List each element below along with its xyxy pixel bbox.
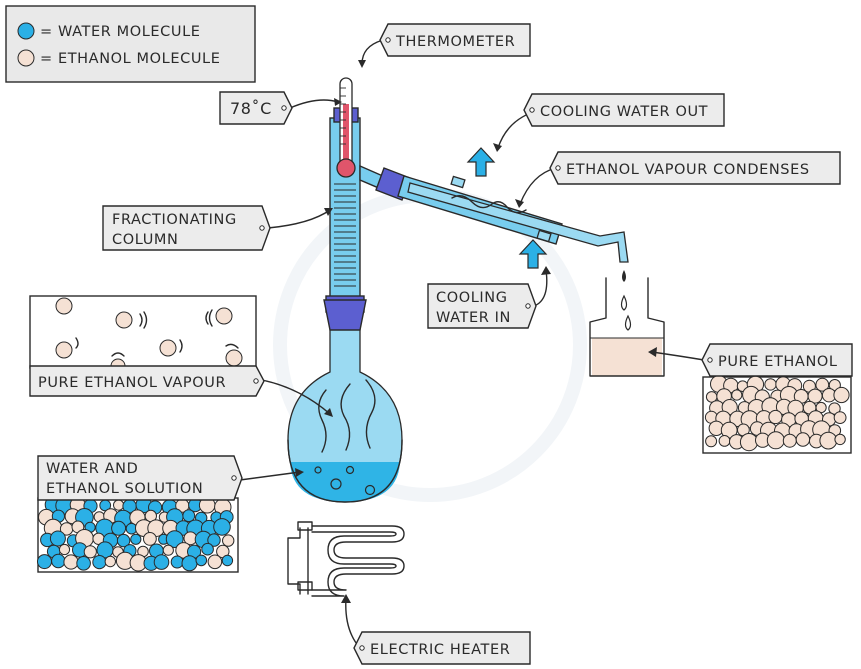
drip-2: [620, 294, 628, 311]
ethanol-molecules-box: [702, 375, 852, 454]
water-molecule: [116, 533, 131, 548]
solution-molecules-box: [37, 495, 239, 573]
drip-1: [622, 270, 626, 282]
legend-water-swatch: [17, 22, 35, 40]
ethanol-molecule: [833, 386, 850, 404]
water-molecule: [37, 554, 52, 570]
ethanol-molecule: [815, 377, 830, 392]
ethanol-molecule: [764, 378, 777, 391]
ethanol-molecule: [731, 389, 743, 401]
label-electric-heater: ELECTRIC HEATER: [353, 631, 531, 665]
ethanol-molecule: [768, 409, 783, 425]
ethanol-molecule: [113, 499, 125, 511]
ethanol-molecule: [766, 431, 785, 450]
svg-text:ETHANOL VAPOUR CONDENSES: ETHANOL VAPOUR CONDENSES: [566, 162, 810, 178]
ethanol-molecule: [83, 545, 97, 559]
ethanol-molecule: [705, 435, 718, 448]
water-molecule: [213, 518, 231, 536]
legend: = WATER MOLECULE = ETHANOL MOLECULE: [5, 5, 256, 83]
fractionating-column: [323, 107, 367, 331]
ethanol-molecule: [58, 543, 71, 556]
water-molecule: [207, 533, 221, 547]
water-molecule: [221, 554, 234, 567]
ethanol-molecule: [739, 433, 759, 452]
ethanol-molecule: [782, 433, 797, 448]
water-molecule: [182, 509, 196, 523]
water-molecule: [195, 554, 208, 567]
legend-ethanol-swatch: [17, 49, 35, 67]
svg-text:WATER AND: WATER AND: [46, 461, 138, 477]
condenser: [359, 164, 629, 263]
water-molecule: [170, 555, 184, 569]
water-molecule: [165, 530, 184, 548]
collection-beaker: [589, 277, 665, 377]
flask-liquid: [290, 462, 400, 502]
label-cooling-water-in: COOLING WATER IN: [427, 283, 537, 329]
label-vapour-condenses: ETHANOL VAPOUR CONDENSES: [549, 151, 841, 185]
condenser-outlet: [450, 175, 466, 189]
vapour-molecules-box: [29, 295, 257, 374]
label-thermometer: THERMOMETER: [379, 23, 531, 57]
condenser-inlet: [536, 229, 552, 243]
svg-text:ETHANOL SOLUTION: ETHANOL SOLUTION: [46, 481, 203, 497]
label-pure-ethanol: PURE ETHANOL: [701, 343, 853, 377]
svg-text:COOLING WATER OUT: COOLING WATER OUT: [540, 104, 708, 120]
svg-text:COLUMN: COLUMN: [112, 232, 178, 248]
svg-text:FRACTIONATING: FRACTIONATING: [112, 212, 237, 228]
ethanol-molecule: [207, 554, 223, 570]
water-molecule: [49, 530, 66, 547]
water-molecule: [153, 554, 170, 570]
leader-arrowheads: [295, 60, 657, 603]
ethanol-molecule: [819, 431, 838, 450]
water-molecule: [181, 555, 198, 572]
svg-text:WATER IN: WATER IN: [436, 310, 511, 326]
label-temperature: 78˚C: [219, 91, 293, 125]
ethanol-molecule: [828, 402, 841, 415]
svg-text:ELECTRIC HEATER: ELECTRIC HEATER: [370, 642, 510, 658]
thermometer: [336, 77, 356, 178]
water-molecule: [201, 542, 214, 556]
legend-ethanol-label: = ETHANOL MOLECULE: [40, 51, 221, 67]
water-molecule: [111, 520, 127, 536]
round-bottom-flask: [287, 311, 403, 503]
ethanol-molecule: [162, 544, 174, 556]
svg-text:78˚C: 78˚C: [230, 99, 272, 118]
svg-text:THERMOMETER: THERMOMETER: [395, 34, 515, 50]
ethanol-molecule: [834, 433, 846, 446]
ethanol-molecule: [795, 432, 811, 447]
svg-text:PURE ETHANOL: PURE ETHANOL: [718, 354, 838, 370]
water-molecule: [130, 533, 142, 545]
ethanol-molecule: [833, 411, 847, 425]
svg-text:COOLING: COOLING: [436, 290, 508, 306]
drip-3: [624, 314, 632, 331]
legend-box: [5, 5, 256, 83]
cooling-out-arrow: [466, 147, 496, 177]
legend-water-label: = WATER MOLECULE: [40, 24, 201, 40]
ethanol-molecule: [104, 555, 117, 568]
label-cooling-water-out: COOLING WATER OUT: [523, 93, 725, 127]
label-pure-ethanol-vapour: PURE ETHANOL VAPOUR: [29, 365, 265, 397]
ethanol-molecule: [222, 534, 235, 547]
water-molecule: [92, 555, 107, 570]
water-molecule: [51, 553, 66, 569]
ethanol-molecule: [63, 554, 79, 570]
water-molecule: [76, 556, 91, 571]
svg-text:PURE ETHANOL VAPOUR: PURE ETHANOL VAPOUR: [38, 375, 226, 391]
label-water-ethanol-solution: WATER AND ETHANOL SOLUTION: [37, 455, 243, 501]
ethanol-molecule: [143, 532, 157, 546]
ethanol-molecule: [718, 435, 731, 447]
column-graduations: [334, 183, 356, 287]
electric-heater: [287, 521, 405, 597]
cooling-in-arrow: [518, 239, 548, 269]
label-fractionating-column: FRACTIONATING COLUMN: [102, 205, 271, 251]
